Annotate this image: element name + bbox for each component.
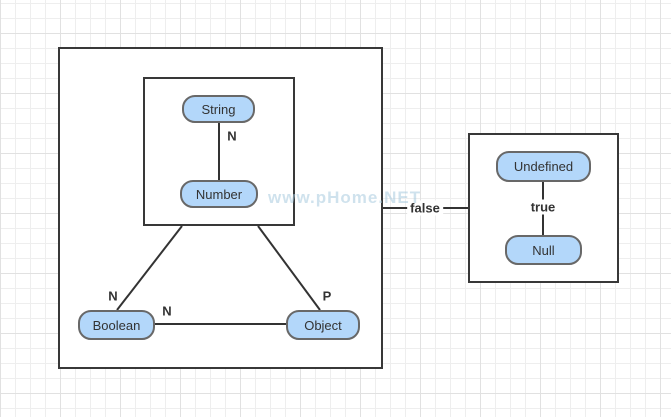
- node-undefined[interactable]: Undefined: [496, 151, 591, 182]
- edge-label-false[interactable]: false: [407, 200, 443, 216]
- node-object[interactable]: Object: [286, 310, 360, 340]
- edge-inner-boolean[interactable]: [116, 225, 183, 311]
- edge-label-inner-object[interactable]: P: [322, 288, 332, 304]
- edge-label-string-number[interactable]: N: [227, 128, 237, 144]
- edge-inner-object[interactable]: [257, 225, 321, 311]
- edge-label-boolean-object[interactable]: N: [162, 303, 172, 319]
- node-null[interactable]: Null: [505, 235, 582, 265]
- edge-label-inner-boolean[interactable]: N: [108, 288, 118, 304]
- edge-label-true[interactable]: true: [527, 199, 559, 215]
- node-string[interactable]: String: [182, 95, 255, 123]
- node-boolean[interactable]: Boolean: [78, 310, 155, 340]
- node-number[interactable]: Number: [180, 180, 258, 208]
